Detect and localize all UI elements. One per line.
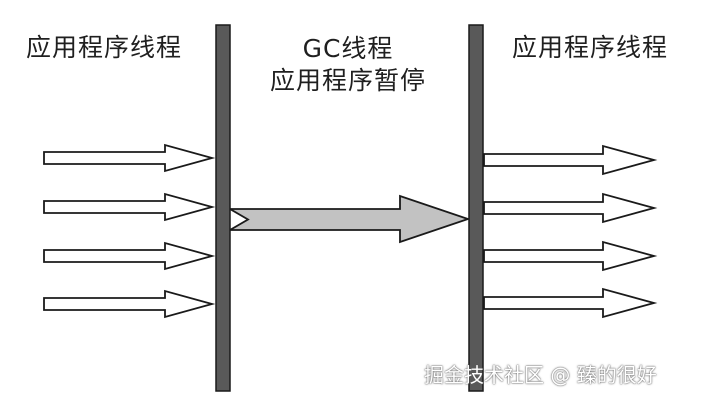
left-safepoint-bar — [215, 24, 231, 392]
gc-pause-labels: GC线程 应用程序暂停 — [250, 33, 446, 97]
right-thread-arrow-1 — [483, 144, 658, 176]
left-thread-arrow-4 — [43, 289, 216, 319]
gc-thread-label: GC线程 — [302, 34, 394, 63]
right-threads-label: 应用程序线程 — [512, 33, 669, 62]
app-pause-label: 应用程序暂停 — [269, 66, 426, 95]
watermark: 掘金技术社区 @ 臻的很好 — [424, 363, 657, 387]
right-thread-arrow-2 — [483, 192, 658, 224]
right-thread-arrow-4 — [483, 287, 658, 319]
gc-thread-arrow — [226, 194, 471, 244]
left-thread-arrow-1 — [43, 143, 216, 173]
left-thread-arrow-3 — [43, 241, 216, 271]
left-thread-arrow-2 — [43, 192, 216, 222]
left-threads-label: 应用程序线程 — [26, 33, 183, 62]
right-thread-arrow-3 — [483, 240, 658, 272]
right-safepoint-bar — [468, 24, 484, 392]
